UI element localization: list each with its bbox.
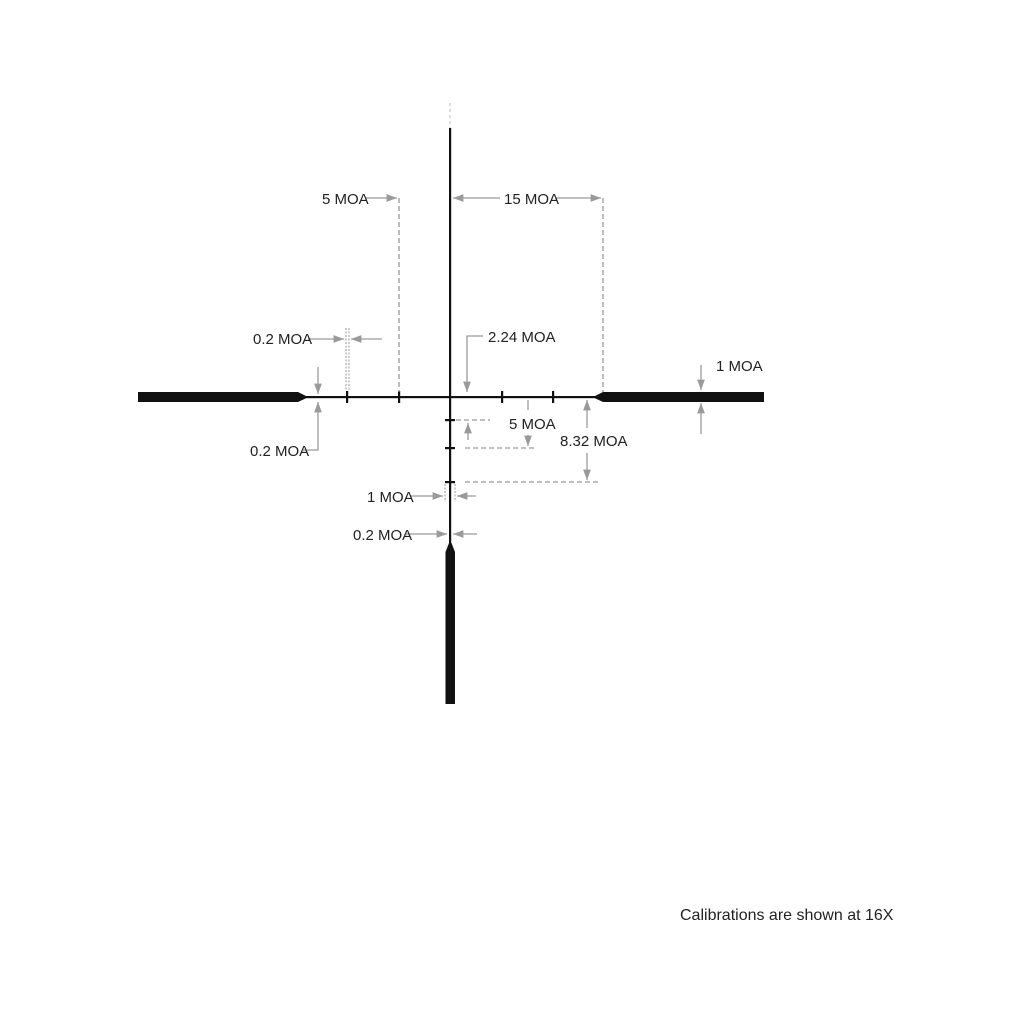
vertical-hash-marks — [445, 419, 455, 484]
horizontal-hash-marks — [346, 391, 555, 403]
label-15moa: 15 MOA — [504, 191, 559, 208]
calibration-caption: Calibrations are shown at 16X — [680, 907, 894, 924]
label-02moa-lower: 0.2 MOA — [250, 443, 309, 460]
label-832moa: 8.32 MOA — [560, 433, 628, 450]
vertical-thin-line — [449, 128, 452, 548]
dimension-lines — [303, 194, 705, 538]
label-1moa-hash: 1 MOA — [367, 489, 414, 506]
label-5moa-vertical: 5 MOA — [509, 416, 556, 433]
label-02moa-vertical: 0.2 MOA — [353, 527, 412, 544]
label-5moa-top: 5 MOA — [322, 191, 369, 208]
horizontal-thin-line — [298, 396, 600, 399]
left-post — [138, 392, 306, 402]
reticle — [138, 103, 764, 704]
label-02moa-upper: 0.2 MOA — [253, 331, 312, 348]
bottom-post — [445, 543, 455, 704]
label-224moa: 2.24 MOA — [488, 329, 556, 346]
label-1moa-post: 1 MOA — [716, 358, 763, 375]
right-post — [595, 392, 764, 402]
